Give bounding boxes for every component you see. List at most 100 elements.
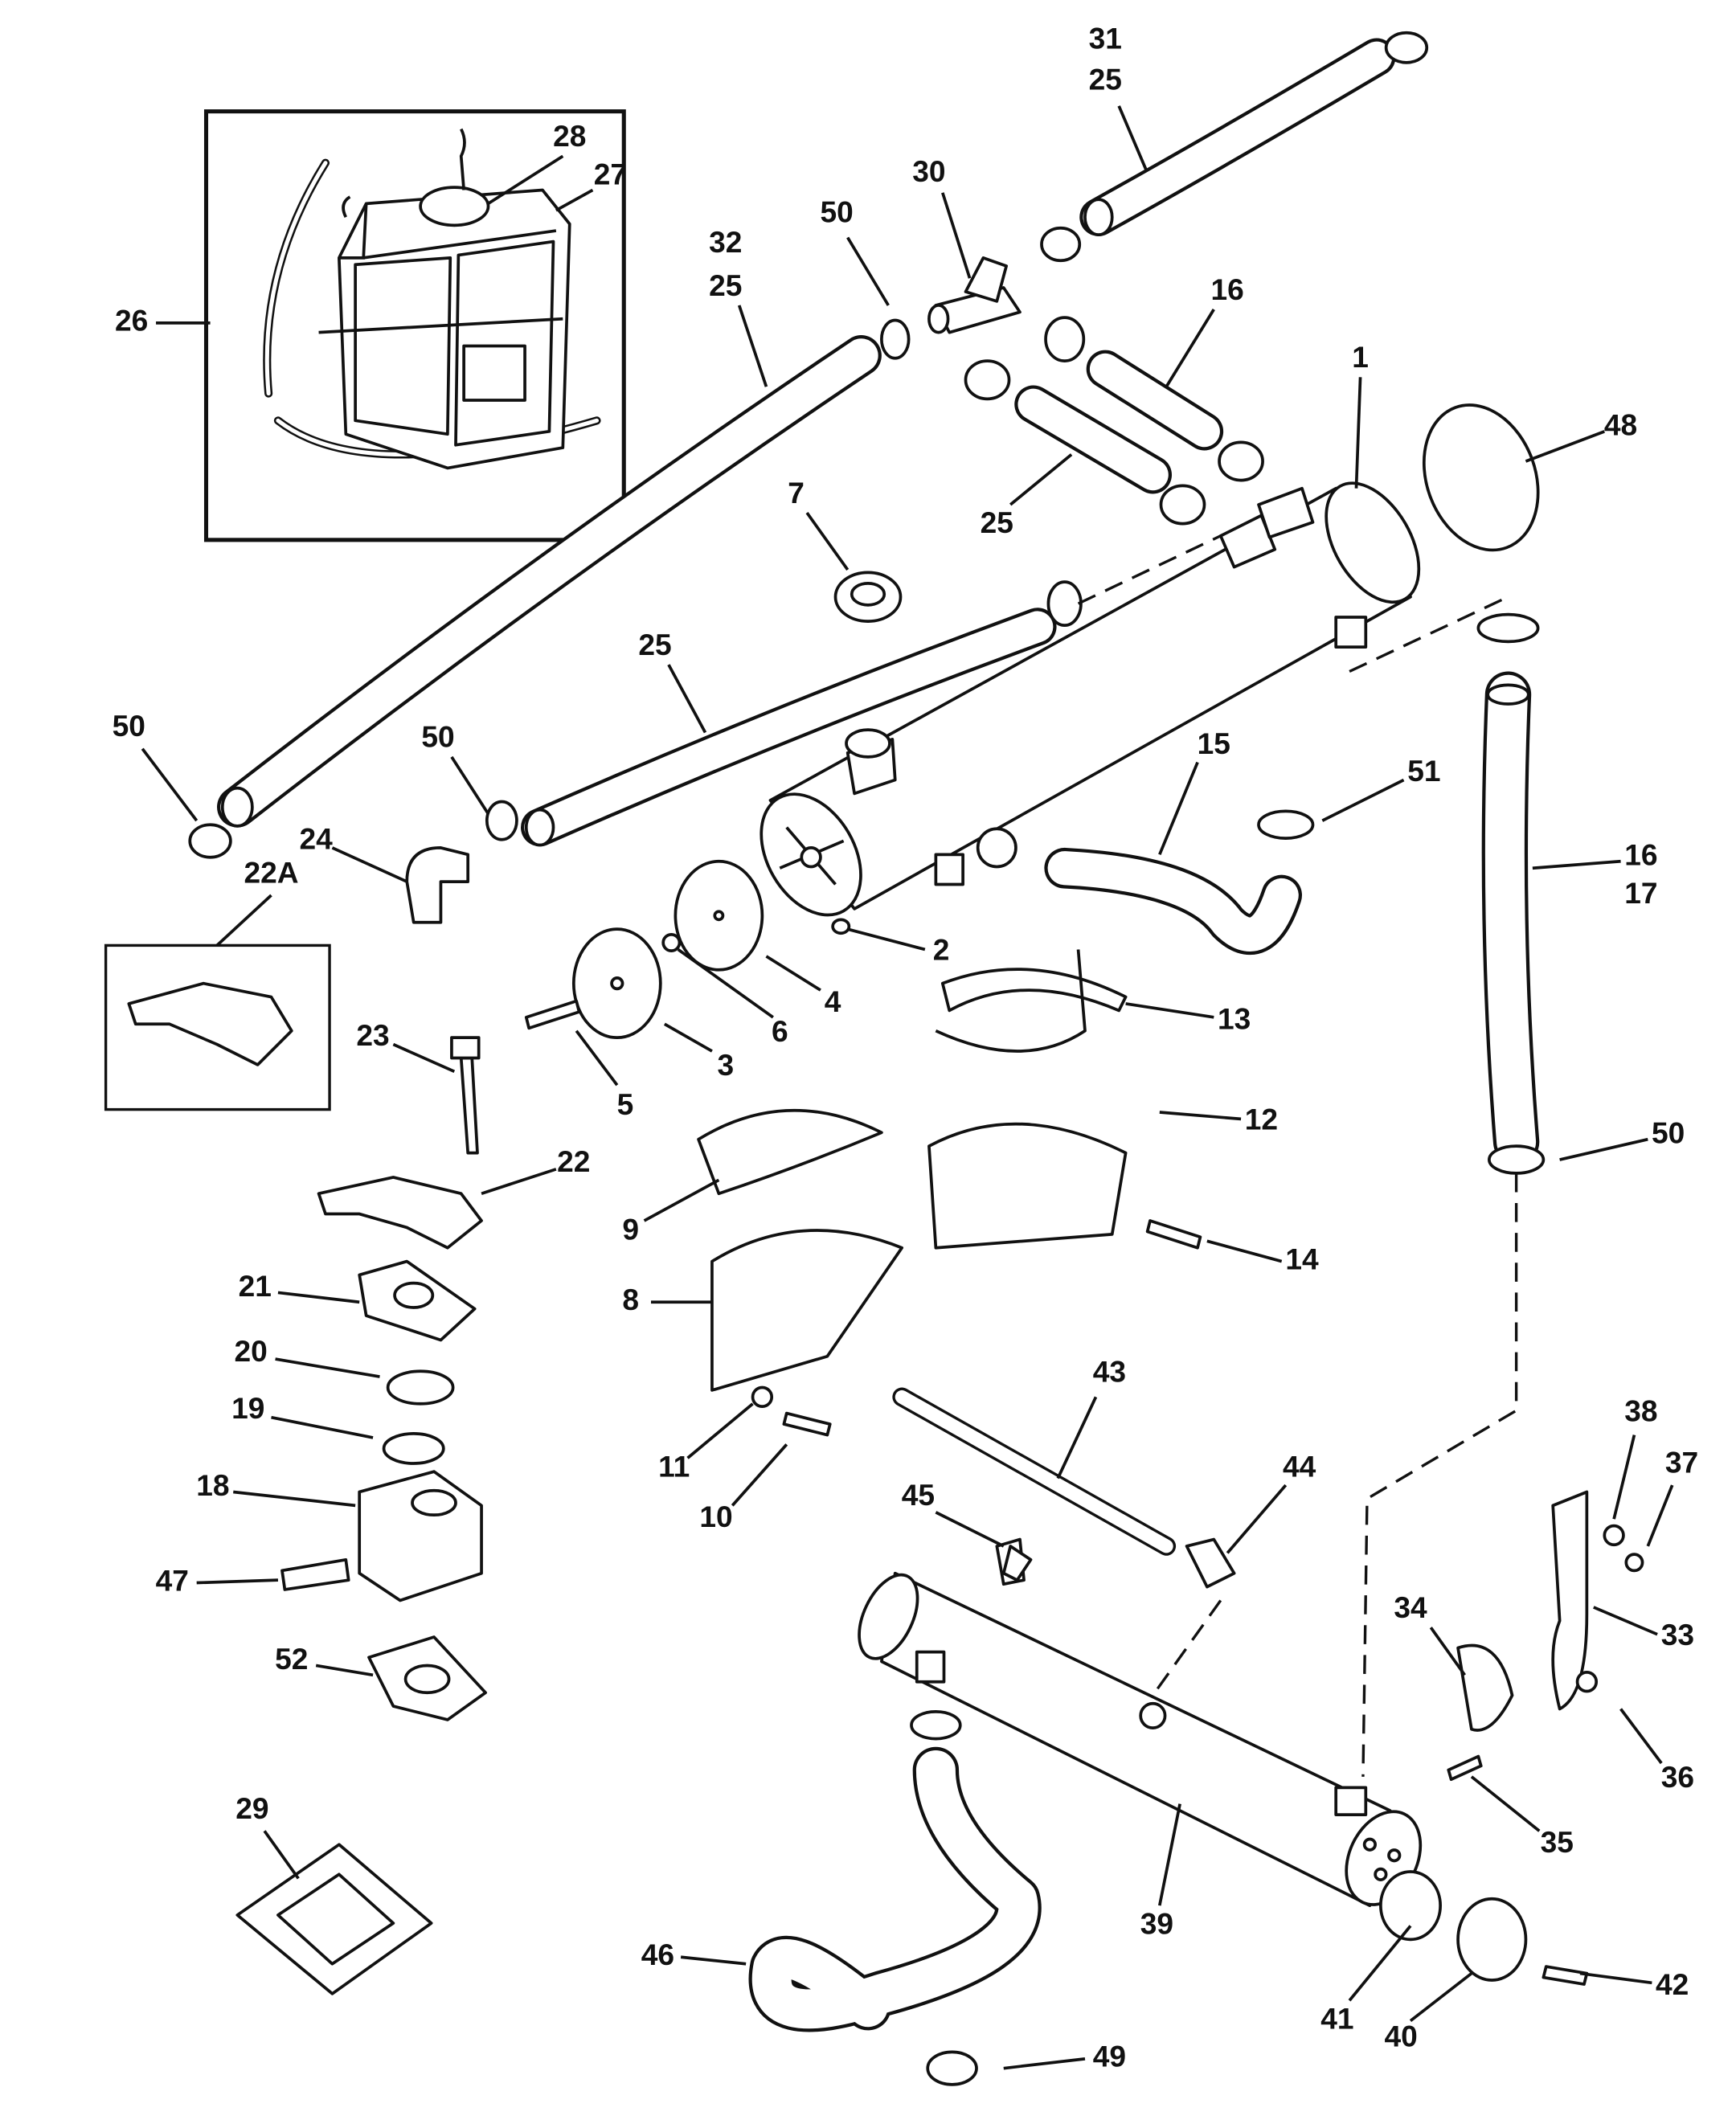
leader-line (1409, 1972, 1473, 2023)
hose-25-short (1014, 385, 1172, 494)
callout-label: 4 (825, 984, 841, 1018)
leader-line (141, 747, 199, 822)
callout-label: 46 (641, 1938, 674, 1971)
leader-line (1165, 308, 1215, 388)
callout-label: 3 (717, 1048, 734, 1082)
elbow-hose-15 (1044, 847, 1302, 955)
callout-label: 25 (981, 505, 1013, 539)
leader-line (1593, 1606, 1658, 1636)
leader-line (1003, 2057, 1086, 2070)
callout-label: 47 (156, 1563, 189, 1597)
leader-line (1125, 1002, 1214, 1019)
leader-line (277, 1291, 360, 1304)
leader-line (1354, 377, 1362, 489)
leader-line (1226, 1484, 1288, 1554)
leader-line (663, 1022, 713, 1053)
leader-line (233, 1490, 356, 1508)
leader-line (575, 1029, 619, 1087)
callout-label: 26 (115, 304, 148, 338)
heat-exchanger-1 (760, 481, 1421, 935)
callout-label: 9 (622, 1212, 639, 1246)
callout-label: 22 (557, 1144, 590, 1178)
leader-line (1525, 430, 1605, 463)
callout-label: 29 (235, 1791, 268, 1825)
callout-label: 50 (421, 720, 454, 754)
callout-label: 37 (1665, 1446, 1698, 1479)
hose-32-25 (217, 335, 882, 828)
callout-label: 32 (709, 225, 742, 259)
callout-label: 42 (1656, 1967, 1689, 2001)
leader-line (196, 1578, 278, 1585)
callout-label: 43 (1093, 1354, 1126, 1388)
leader-line (1321, 778, 1405, 822)
callout-label: 19 (231, 1391, 264, 1425)
callout-label: 45 (902, 1478, 935, 1512)
callout-label: 8 (622, 1283, 639, 1316)
leader-line (686, 1402, 754, 1459)
callout-label: 16 (1211, 272, 1244, 306)
callout-label: 35 (1541, 1825, 1574, 1859)
hose-25-middle (521, 608, 1057, 847)
leader-line (1612, 1434, 1636, 1520)
callout-label: 51 (1407, 754, 1440, 788)
leader-line (487, 154, 564, 205)
callout-label: 24 (300, 821, 334, 855)
leader-line (1579, 1971, 1652, 1985)
callout-label: 40 (1385, 2019, 1418, 2052)
reservoir-tank-inset (203, 109, 626, 542)
callout-label: 50 (113, 709, 145, 743)
leader-line (1157, 1803, 1181, 1906)
callout-label: 20 (235, 1334, 268, 1368)
callout-label: 23 (356, 1018, 389, 1052)
leader-line (331, 846, 408, 883)
leader-line (1559, 1137, 1648, 1161)
hose-16-17-vertical (1481, 671, 1540, 1165)
callout-label: 15 (1198, 726, 1230, 760)
leader-line (1532, 859, 1621, 870)
callout-label: 50 (821, 195, 854, 229)
misc-parts (104, 571, 1644, 1995)
callout-label: 25 (638, 628, 671, 661)
leader-line (1646, 1484, 1674, 1547)
callout-label: 41 (1320, 2001, 1353, 2035)
callout-label: 27 (594, 157, 627, 190)
callout-label: 25 (709, 268, 742, 302)
leader-line (1206, 1239, 1283, 1263)
callout-label: 2 (933, 933, 950, 967)
callout-label: 13 (1218, 1002, 1251, 1036)
leader-line (667, 664, 707, 734)
heat-exchanger-39 (858, 1571, 1423, 1908)
callout-label: 1 (1352, 340, 1369, 374)
hose-43 (892, 1387, 1236, 1589)
callout-label: 34 (1394, 1590, 1427, 1624)
leader-line (765, 955, 821, 992)
callout-label: 38 (1624, 1394, 1657, 1427)
callout-label: 39 (1140, 1906, 1173, 1940)
callout-label: 50 (1652, 1115, 1685, 1149)
leader-line (1470, 1775, 1541, 1832)
callout-label: 18 (196, 1468, 229, 1502)
leader-line (846, 236, 890, 306)
callout-label: 12 (1245, 1103, 1278, 1136)
callout-label: 6 (772, 1014, 788, 1048)
leader-line (263, 1830, 300, 1880)
callout-label: 10 (699, 1500, 732, 1533)
callout-label: 33 (1661, 1618, 1694, 1651)
exhaust-pipe-46 (748, 1746, 1042, 2032)
callout-label: 16 (1624, 838, 1657, 872)
leader-line (555, 188, 594, 212)
leader-line (731, 1443, 788, 1507)
connection-lines (1077, 534, 1518, 1777)
hose-31-25 (1079, 38, 1396, 237)
callout-label: 7 (788, 476, 805, 510)
callout-label: 44 (1283, 1450, 1316, 1484)
hose-16-upper (1086, 350, 1224, 451)
callout-label: 28 (553, 119, 586, 153)
leader-line (1117, 105, 1148, 170)
callout-label: 49 (1093, 2040, 1126, 2073)
leader-line (643, 1178, 720, 1222)
leader-line (1429, 1627, 1467, 1676)
callout-label: 5 (617, 1087, 634, 1121)
